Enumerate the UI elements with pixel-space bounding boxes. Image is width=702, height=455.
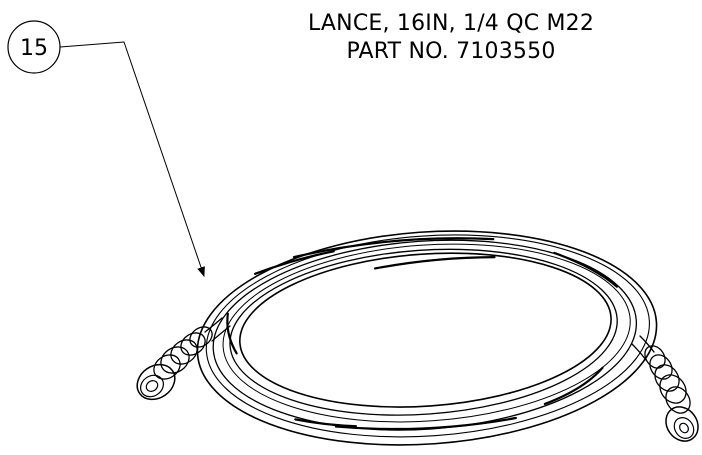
left-hose-fitting [136, 317, 231, 401]
left-coupler [136, 363, 176, 401]
part-description: LANCE, 16IN, 1/4 QC M22 [308, 11, 594, 36]
balloon-number: 15 [20, 36, 48, 61]
hose-loop-5 [229, 248, 618, 416]
part-title: LANCE, 16IN, 1/4 QC M22 PART NO. 7103550 [308, 11, 594, 64]
hose-loop-outer [196, 230, 658, 446]
right-coupler [665, 406, 699, 442]
coiled-hose [196, 230, 658, 446]
item-balloon: 15 [7, 20, 61, 74]
right-ferrule [644, 345, 691, 414]
part-number: PART NO. 7103550 [346, 39, 555, 64]
hose-loop-3 [212, 239, 638, 431]
hose-loop-2 [205, 234, 650, 438]
hose-loop-inner [239, 252, 612, 408]
hose-shading [226, 237, 618, 431]
right-hose-tail [631, 335, 655, 361]
left-hose-tail [204, 317, 231, 342]
leader-line [59, 41, 205, 277]
hose-loop-4 [222, 243, 631, 423]
right-hose-fitting [631, 335, 699, 442]
